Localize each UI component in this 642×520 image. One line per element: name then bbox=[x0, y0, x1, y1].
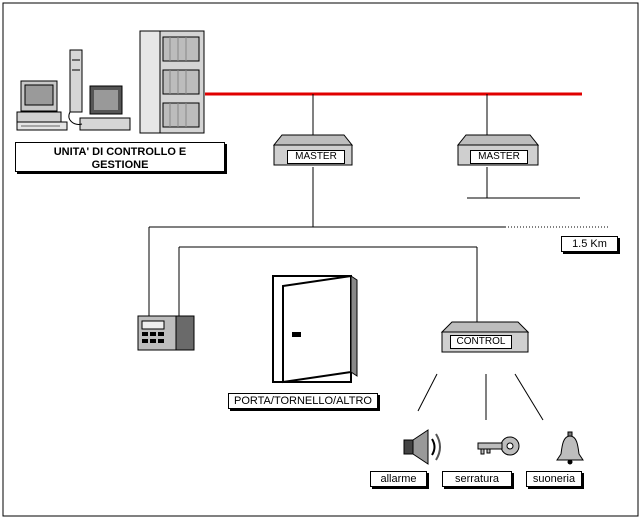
door-label: PORTA/TORNELLO/ALTRO bbox=[228, 393, 378, 409]
lock-label: serratura bbox=[442, 471, 512, 487]
control-label: CONTROL bbox=[450, 335, 512, 349]
speaker-icon bbox=[403, 429, 441, 465]
master-1-label: MASTER bbox=[287, 150, 345, 164]
control-unit-label: UNITA' DI CONTROLLO E GESTIONE bbox=[15, 142, 225, 172]
master-2-label: MASTER bbox=[470, 150, 528, 164]
key-icon bbox=[477, 436, 520, 456]
bell-label: suoneria bbox=[526, 471, 582, 487]
door-icon bbox=[272, 274, 358, 384]
bell-icon bbox=[556, 431, 584, 465]
computer-icon bbox=[16, 80, 68, 131]
server-tower-icon bbox=[68, 49, 131, 131]
distance-label: 1.5 Km bbox=[561, 236, 618, 252]
alarm-label: allarme bbox=[370, 471, 427, 487]
rack-server-icon bbox=[139, 30, 205, 134]
badge-reader-icon bbox=[137, 315, 195, 351]
